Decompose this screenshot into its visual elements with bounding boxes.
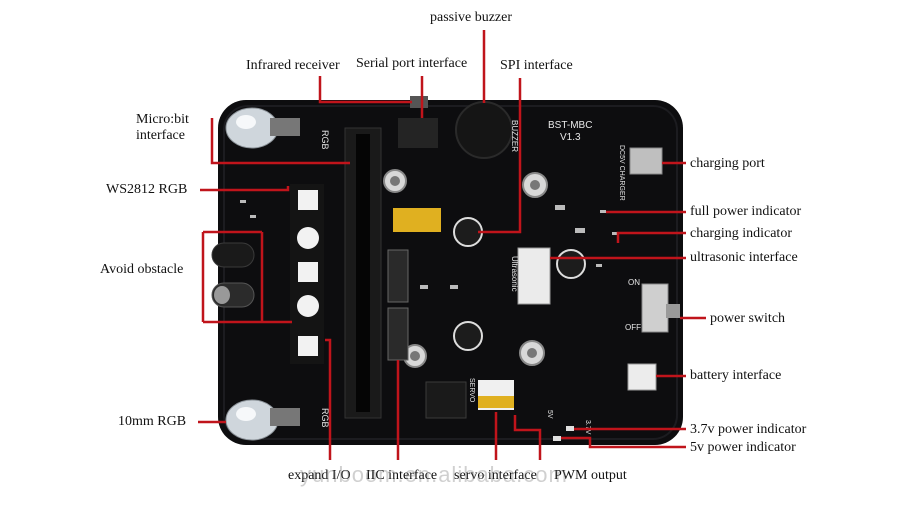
power-switch-lever bbox=[666, 304, 680, 318]
passive-buzzer bbox=[455, 101, 513, 159]
silk-rgb-bottom: RGB bbox=[320, 408, 330, 428]
pointer-expand-io bbox=[325, 338, 332, 460]
silk-37v: 3.7V bbox=[584, 420, 591, 435]
mounting-hole-center bbox=[527, 348, 537, 358]
ws2812-led bbox=[298, 190, 318, 210]
label-37v-indicator: 3.7v power indicator bbox=[690, 422, 807, 437]
silk-5v: 5V bbox=[546, 410, 553, 419]
rgb-led-bottom-pins bbox=[270, 408, 300, 426]
capacitor bbox=[453, 217, 483, 247]
pointer-5v bbox=[561, 436, 686, 449]
label-rgb-10mm: 10mm RGB bbox=[118, 414, 187, 429]
battery-connector bbox=[627, 363, 657, 391]
silk-servo: SERVO bbox=[468, 378, 475, 403]
label-passive-buzzer: passive buzzer bbox=[430, 10, 513, 25]
silk-model: BST-MBC bbox=[548, 120, 592, 131]
ws2812-led bbox=[297, 295, 319, 317]
iic-header bbox=[387, 307, 409, 361]
silk-on: ON bbox=[628, 278, 640, 287]
silk-charger: DC5V CHARGER bbox=[618, 145, 625, 201]
microbit-slot bbox=[356, 134, 370, 412]
label-battery: battery interface bbox=[690, 368, 782, 383]
label-full-power: full power indicator bbox=[690, 204, 802, 219]
silk-ultrasonic: Ultrasonic bbox=[510, 256, 519, 292]
mounting-hole-center bbox=[410, 351, 420, 361]
expand-io-header bbox=[387, 249, 409, 303]
silk-version: V1.3 bbox=[560, 132, 581, 143]
ir-emitter bbox=[211, 242, 255, 268]
rgb-led-top-highlight bbox=[236, 115, 256, 129]
serial-header bbox=[398, 118, 438, 148]
pointer-infrared bbox=[318, 76, 412, 104]
rgb-led-top-pins bbox=[270, 118, 300, 136]
label-spi: SPI interface bbox=[500, 58, 573, 73]
label-serial-port: Serial port interface bbox=[356, 56, 468, 71]
silk-buzzer: BUZZER bbox=[510, 120, 519, 152]
pointer-lines bbox=[198, 30, 706, 460]
capacitor bbox=[453, 321, 483, 351]
silk-rgb-top: RGB bbox=[320, 130, 330, 150]
rgb-led-bottom-highlight bbox=[236, 407, 256, 421]
mounting-hole-center bbox=[390, 176, 400, 186]
pointer-avoid-obstacle bbox=[201, 230, 292, 324]
label-pwm-output: PWM output bbox=[554, 468, 627, 483]
label-avoid-obstacle: Avoid obstacle bbox=[100, 262, 184, 277]
label-expand-io: expand I/O bbox=[288, 468, 351, 483]
servo-header-yellow bbox=[478, 396, 514, 408]
pcb-board bbox=[218, 100, 683, 445]
ultrasonic-connector bbox=[517, 247, 551, 305]
label-infrared-receiver: Infrared receiver bbox=[246, 58, 340, 73]
capacitor bbox=[556, 249, 586, 279]
led-5v bbox=[553, 436, 561, 441]
jumper-header-yellow bbox=[393, 208, 441, 232]
ir-receiver-lens bbox=[214, 286, 230, 304]
label-charging-port: charging port bbox=[690, 156, 765, 171]
label-charging-indicator: charging indicator bbox=[690, 226, 792, 241]
label-ultrasonic: ultrasonic interface bbox=[690, 250, 798, 265]
ws2812-led bbox=[297, 227, 319, 249]
ws2812-led bbox=[298, 262, 318, 282]
infrared-receiver bbox=[410, 96, 428, 108]
silk-off: OFF bbox=[625, 323, 641, 332]
driver-chip bbox=[425, 381, 467, 419]
label-microbit: Micro:bit interface bbox=[136, 112, 189, 143]
led-37v bbox=[566, 426, 574, 431]
label-power-switch: power switch bbox=[710, 311, 786, 326]
label-iic: IIC interface bbox=[366, 468, 438, 483]
smd-components bbox=[240, 200, 618, 289]
label-ws2812: WS2812 RGB bbox=[106, 182, 188, 197]
power-switch-body bbox=[641, 283, 669, 333]
watermark: yunboom.en.alibaba.com bbox=[300, 462, 568, 487]
label-5v-indicator: 5v power indicator bbox=[690, 440, 796, 455]
ws2812-led bbox=[298, 336, 318, 356]
pointer-pwm bbox=[513, 415, 542, 460]
label-servo: servo interface bbox=[454, 468, 537, 483]
pointer-spi bbox=[478, 78, 522, 234]
pointer-microbit bbox=[210, 118, 350, 165]
pointer-charging-ind bbox=[616, 231, 686, 243]
charging-port bbox=[629, 147, 663, 175]
pointer-ws2812 bbox=[200, 186, 290, 192]
pcb-edge bbox=[223, 105, 678, 440]
mounting-hole-center bbox=[530, 180, 540, 190]
